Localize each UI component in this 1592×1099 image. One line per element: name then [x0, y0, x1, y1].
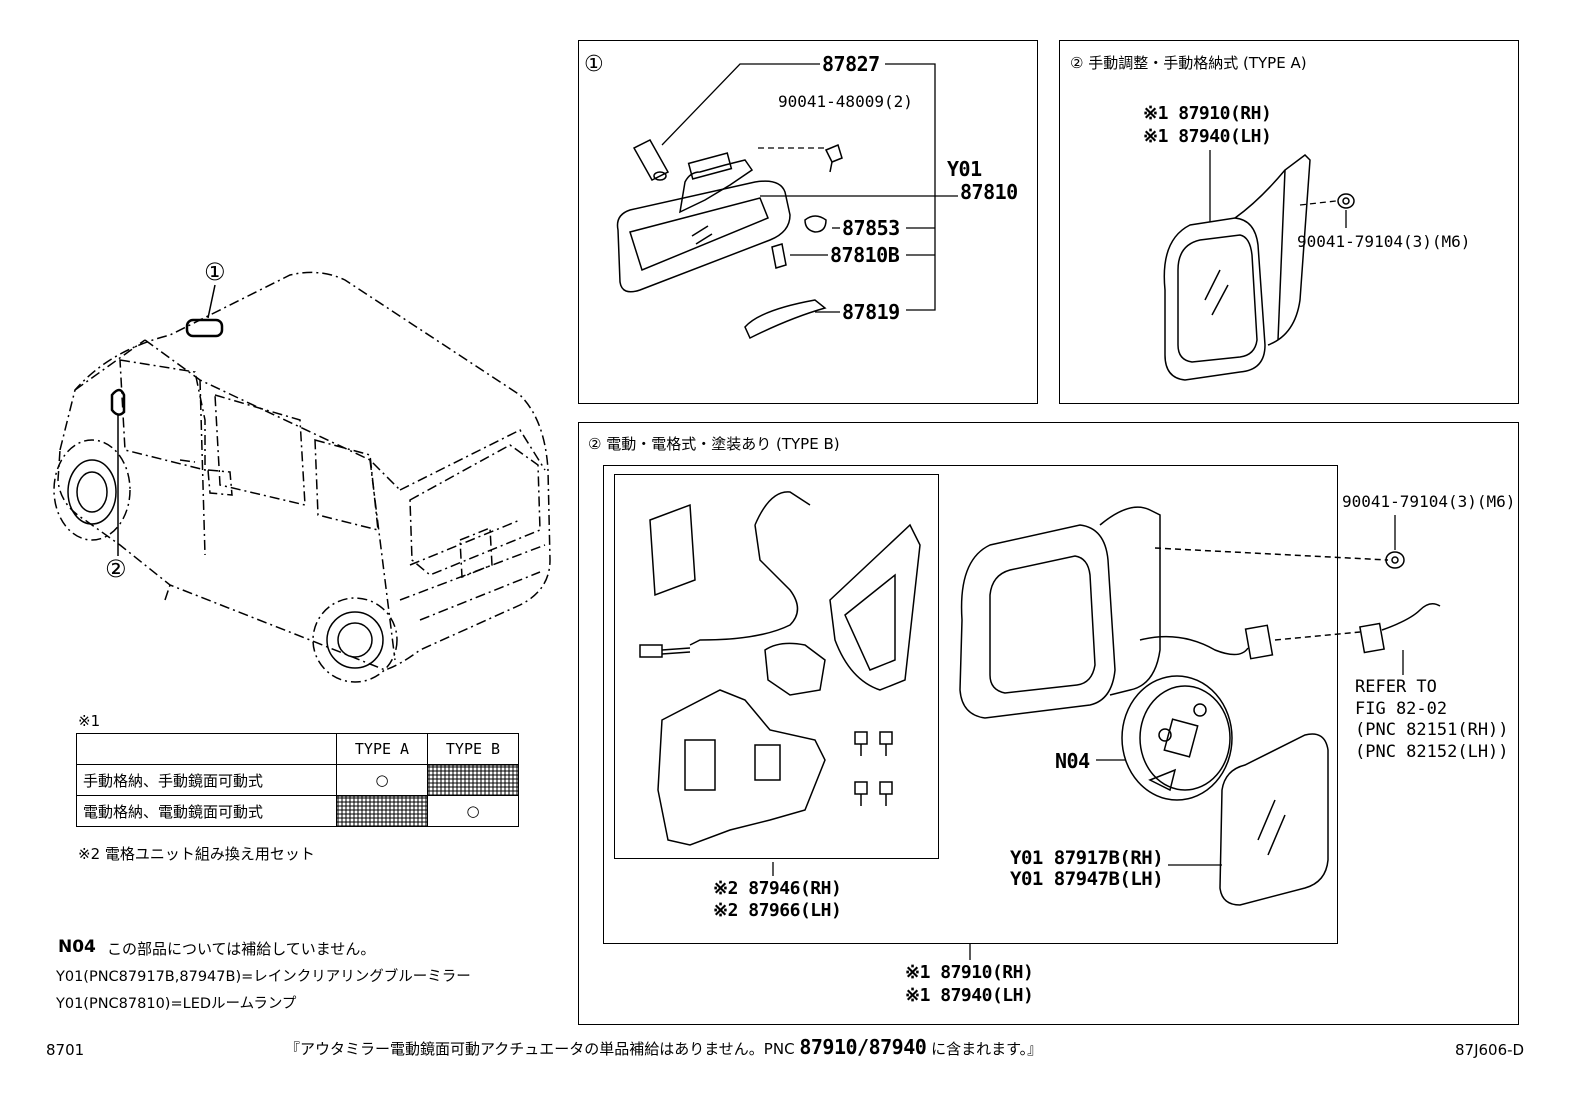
table-row: 電動格納、電動鏡面可動式 ○: [76, 795, 519, 827]
table-header-cell: TYPE B: [427, 733, 519, 765]
panel-manual-mirror: [1059, 40, 1519, 404]
label-y01: Y01: [947, 157, 982, 181]
panel1-leaders: [661, 63, 958, 313]
note-table-caption: ※1: [78, 712, 101, 730]
refer-line-3: (PNC 82151(RH)): [1355, 720, 1509, 740]
electric-mirror-illustration: [639, 491, 1441, 906]
part-87827[interactable]: 87827: [822, 52, 880, 76]
note-star2: ※2 電格ユニット組み換え用セット: [78, 845, 315, 863]
panel1-marker: ①: [584, 52, 604, 77]
panel2a-title: ② 手動調整・手動格納式 (TYPE A): [1070, 54, 1307, 72]
table-header-cell: [76, 733, 337, 765]
panel2a-leaders: [1209, 150, 1347, 228]
mirror-type-table: TYPE A TYPE B 手動格納、手動鏡面可動式 ○ 電動格納、電動鏡面可動…: [76, 733, 519, 827]
panel-electric-mirror: [578, 422, 1519, 1025]
table-cell: [427, 764, 519, 796]
refer-line-2: FIG 82-02: [1355, 699, 1448, 719]
footer-message-pre: 『アウタミラー電動鏡面可動アクチュエータの単品補給はありません。PNC: [285, 1040, 795, 1058]
electric-mirror-assembly-frame: [603, 465, 1338, 944]
manual-mirror-illustration: [1163, 154, 1355, 381]
part-87946-rh[interactable]: ※2 87946(RH): [713, 878, 842, 899]
part-87819[interactable]: 87819: [842, 300, 900, 324]
vehicle-mirror-highlights: [110, 284, 224, 556]
refer-line-4: (PNC 82152(LH)): [1355, 742, 1509, 762]
note-y01-mirror: Y01(PNC87917B,87947B)=レインクリアリングブルーミラー: [56, 969, 471, 985]
vehicle-illustration: [57, 271, 551, 671]
refer-line-1: REFER TO: [1355, 677, 1437, 697]
part-87910-rh-type-a[interactable]: ※1 87910(RH): [1143, 103, 1272, 124]
part-87810[interactable]: 87810: [960, 180, 1018, 204]
vehicle-wheels: [53, 439, 398, 683]
figure-id: 87J606-D: [1455, 1041, 1525, 1059]
table-cell: [336, 795, 428, 827]
footer-message-post: に含まれます。』: [931, 1040, 1043, 1058]
footer-message-pn: 87910/87940: [799, 1035, 927, 1059]
table-header-cell: TYPE A: [336, 733, 428, 765]
table-row: 手動格納、手動鏡面可動式 ○: [76, 764, 519, 796]
table-cell: ○: [427, 795, 519, 827]
unit-kit-frame: [614, 474, 939, 859]
part-87810b[interactable]: 87810B: [830, 243, 900, 267]
rearview-mirror-illustration: [616, 139, 843, 340]
vehicle-callout-1[interactable]: ①: [204, 258, 226, 286]
part-90041-79104-type-b[interactable]: 90041-79104(3)(M6): [1342, 492, 1516, 511]
part-90041-79104-type-a[interactable]: 90041-79104(3)(M6): [1297, 232, 1471, 251]
part-87966-lh[interactable]: ※2 87966(LH): [713, 900, 842, 921]
note-n04-text: この部品については補給していません。: [107, 940, 376, 958]
panel2b-title: ② 電動・電格式・塗装あり (TYPE B): [588, 435, 840, 453]
table-cell: 手動格納、手動鏡面可動式: [76, 764, 337, 796]
table-cell: ○: [336, 764, 428, 796]
panel2b-leaders: [772, 515, 1404, 960]
vehicle-callout-2[interactable]: ②: [105, 555, 127, 583]
page-code: 8701: [46, 1041, 85, 1059]
label-n04-actuator: N04: [1055, 749, 1090, 773]
footer-message: 『アウタミラー電動鏡面可動アクチュエータの単品補給はありません。PNC 8791…: [285, 1035, 1042, 1059]
table-header-row: TYPE A TYPE B: [76, 733, 519, 765]
note-n04-code: N04: [58, 937, 96, 957]
part-87947b-lh[interactable]: Y01 87947B(LH): [1010, 868, 1164, 890]
part-87853[interactable]: 87853: [842, 216, 900, 240]
panel-rearview-mirror: [578, 40, 1038, 404]
note-y01-lamp: Y01(PNC87810)=LEDルームランプ: [56, 996, 297, 1012]
part-87940-lh-type-b[interactable]: ※1 87940(LH): [905, 985, 1034, 1006]
table-cell: 電動格納、電動鏡面可動式: [76, 795, 337, 827]
part-87917b-rh[interactable]: Y01 87917B(RH): [1010, 847, 1164, 869]
part-87940-lh-type-a[interactable]: ※1 87940(LH): [1143, 126, 1272, 147]
part-87910-rh-type-b[interactable]: ※1 87910(RH): [905, 962, 1034, 983]
part-90041-48009[interactable]: 90041-48009(2): [778, 92, 913, 111]
